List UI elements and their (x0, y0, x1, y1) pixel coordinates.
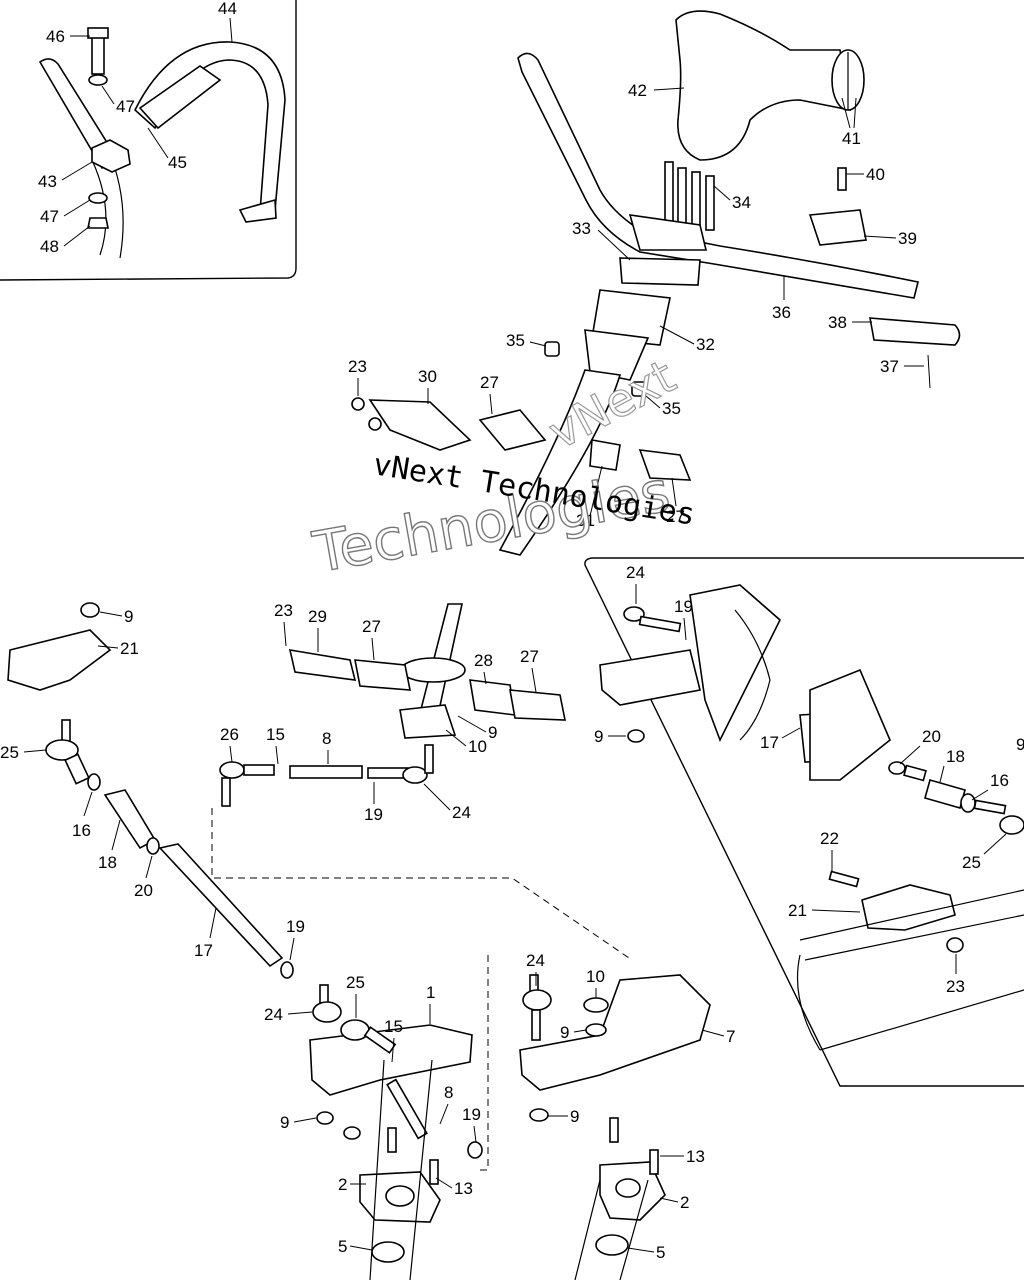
callout-21: 21 (120, 639, 139, 658)
callout-45: 45 (168, 153, 187, 172)
callout-18: 18 (946, 747, 965, 766)
callout-27: 27 (520, 647, 539, 666)
callout-2: 2 (338, 1175, 347, 1194)
callout-19: 19 (462, 1105, 481, 1124)
callout-29: 29 (308, 607, 327, 626)
callout-28: 28 (474, 651, 493, 670)
callout-9: 9 (1016, 735, 1024, 754)
steering-link-assembly (351, 397, 692, 481)
handlebar-pad-assembly (38, 27, 286, 259)
callout-15: 15 (266, 725, 285, 744)
callout-1: 1 (426, 983, 435, 1002)
callout-23: 23 (946, 977, 965, 996)
callout-9: 9 (124, 607, 133, 626)
center-linkage (211, 603, 633, 961)
callout-22: 22 (820, 829, 839, 848)
callout-20: 20 (922, 727, 941, 746)
callout-40: 40 (866, 165, 885, 184)
callout-10: 10 (586, 967, 605, 986)
callout-41: 41 (842, 129, 861, 148)
callout-17: 17 (760, 733, 779, 752)
callout-39: 39 (898, 229, 917, 248)
callout-7: 7 (726, 1027, 735, 1046)
watermark: vNext Technologies vNext Technologies (307, 348, 697, 586)
callout-42: 42 (628, 81, 647, 100)
callout-5: 5 (656, 1243, 665, 1262)
callout-9: 9 (570, 1107, 579, 1126)
inset-frame-right (584, 557, 1024, 1087)
callout-24: 24 (452, 803, 471, 822)
steering-arm-7 (519, 974, 711, 1280)
callout-16: 16 (990, 771, 1009, 790)
callout-26: 26 (220, 725, 239, 744)
callout-35: 35 (506, 331, 525, 350)
callout-16: 16 (72, 821, 91, 840)
callout-44: 44 (218, 0, 237, 18)
callout-48: 48 (40, 237, 59, 256)
callout-24: 24 (626, 563, 645, 582)
callout-13: 13 (686, 1147, 705, 1166)
callout-5: 5 (338, 1237, 347, 1256)
callout-9: 9 (560, 1023, 569, 1042)
callout-18: 18 (98, 853, 117, 872)
callout-10: 10 (468, 737, 487, 756)
inset-frame-top-left (0, 0, 297, 281)
left-linkage (7, 602, 294, 979)
callout-19: 19 (364, 805, 383, 824)
callout-21: 21 (788, 901, 807, 920)
callout-20: 20 (134, 881, 153, 900)
callout-9: 9 (594, 727, 603, 746)
callout-46: 46 (46, 27, 65, 46)
callout-27: 27 (480, 373, 499, 392)
callout-9: 9 (488, 723, 497, 742)
callout-25: 25 (346, 973, 365, 992)
callout-37: 37 (880, 357, 899, 376)
callout-25: 25 (0, 743, 19, 762)
callout-23: 23 (274, 601, 293, 620)
callout-24: 24 (264, 1005, 283, 1024)
callout-24: 24 (526, 951, 545, 970)
callout-38: 38 (828, 313, 847, 332)
callout-8: 8 (444, 1083, 453, 1102)
callout-15: 15 (384, 1017, 403, 1036)
callout-27: 27 (362, 617, 381, 636)
callout-25: 25 (962, 853, 981, 872)
callout-19: 19 (674, 597, 693, 616)
callout-34: 34 (732, 193, 751, 212)
callout-32: 32 (696, 335, 715, 354)
callout-9: 9 (280, 1113, 289, 1132)
callout-19: 19 (286, 917, 305, 936)
callout-17: 17 (194, 941, 213, 960)
callout-35: 35 (662, 399, 681, 418)
callout-27: 27 (666, 507, 685, 526)
callout-36: 36 (772, 303, 791, 322)
callout-33: 33 (572, 219, 591, 238)
callout-13: 13 (454, 1179, 473, 1198)
callout-43: 43 (38, 172, 57, 191)
right-inset-steering-box (599, 584, 1024, 1051)
callout-47: 47 (116, 97, 135, 116)
callout-30: 30 (418, 367, 437, 386)
callout-8: 8 (322, 729, 331, 748)
callout-47: 47 (40, 207, 59, 226)
handlebar-assembly (498, 10, 961, 556)
lower-steering-arms (309, 955, 489, 1280)
callout-2: 2 (680, 1193, 689, 1212)
callout-23: 23 (348, 357, 367, 376)
